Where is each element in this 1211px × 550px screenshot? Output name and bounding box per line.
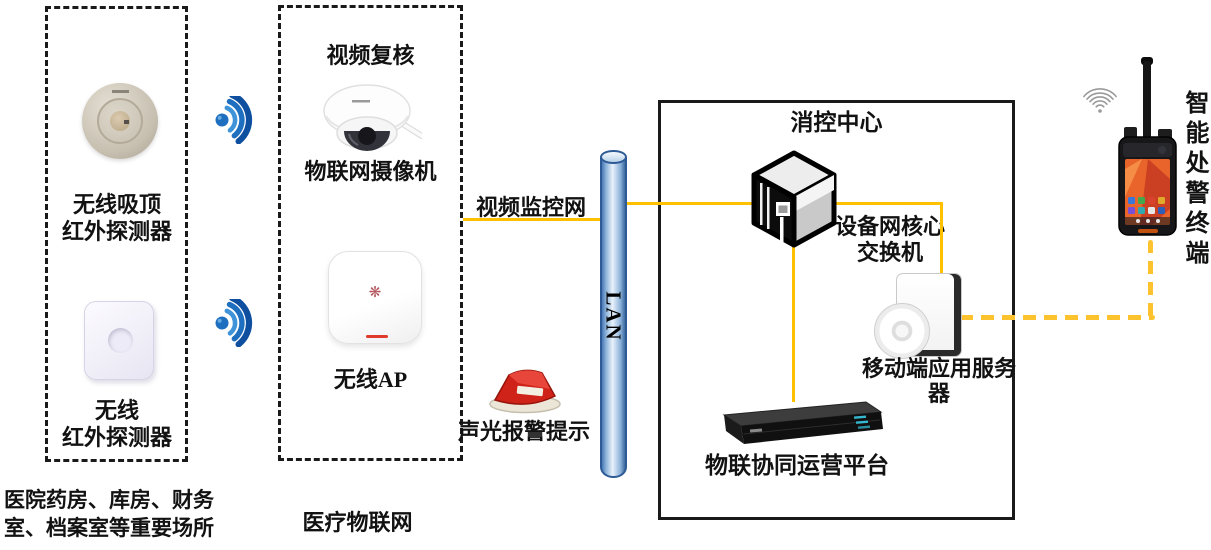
control-center-title: 消控中心 (790, 110, 883, 135)
iot-camera-icon (322, 84, 422, 156)
switch-platform-line (792, 240, 795, 402)
alarm-terminal-icon (1118, 57, 1180, 239)
huawei-logo-icon: ❋ (368, 285, 382, 301)
ceiling-infrared-detector-icon (82, 83, 158, 159)
wifi-signal-icon-1 (212, 96, 260, 144)
control-center-box (658, 100, 1015, 520)
core-switch-label: 设备网核心 交换机 (834, 214, 945, 265)
alarm-label: 声光报警提示 (457, 419, 590, 444)
sound-light-alarm-icon (486, 360, 564, 414)
iot-camera-label: 物联网摄像机 (304, 159, 437, 184)
wifi-signal-icon-2 (212, 299, 260, 347)
ceiling-detector-label: 无线吸顶 红外探测器 (61, 192, 172, 244)
video-network-line (463, 218, 601, 221)
video-review-title: 视频复核 (326, 43, 415, 68)
video-network-label: 视频监控网 (475, 195, 586, 220)
cd-disc-icon (874, 303, 930, 359)
iot-platform-label: 物联协同运营平台 (705, 453, 889, 478)
switch-server-line (940, 203, 943, 273)
core-switch-icon (750, 150, 838, 250)
server-terminal-dashed-line-v (1148, 240, 1153, 320)
protected-area-box (45, 6, 188, 462)
wireless-ap-label: 无线AP (333, 367, 408, 392)
iot-network-caption: 医疗物联网 (302, 510, 413, 535)
lan-label: LAN (602, 291, 626, 342)
iot-network-box (278, 5, 463, 461)
app-server-label: 移动端应用服务 器 (861, 356, 1016, 406)
iot-platform-icon (714, 400, 886, 446)
terminal-label: 智能处警终端 (1181, 89, 1207, 270)
terminal-wifi-icon (1080, 80, 1120, 116)
wall-detector-label: 无线 红外探测器 (61, 398, 172, 450)
lan-backbone: LAN (600, 150, 627, 478)
wireless-ap-icon: ❋ (328, 251, 422, 344)
app-server-icon (874, 269, 970, 361)
server-terminal-dashed-line-h (960, 315, 1155, 320)
wall-infrared-detector-icon (84, 301, 154, 380)
protected-area-caption: 医院药房、库房、财务 室、档案室等重要场所 (4, 488, 214, 540)
